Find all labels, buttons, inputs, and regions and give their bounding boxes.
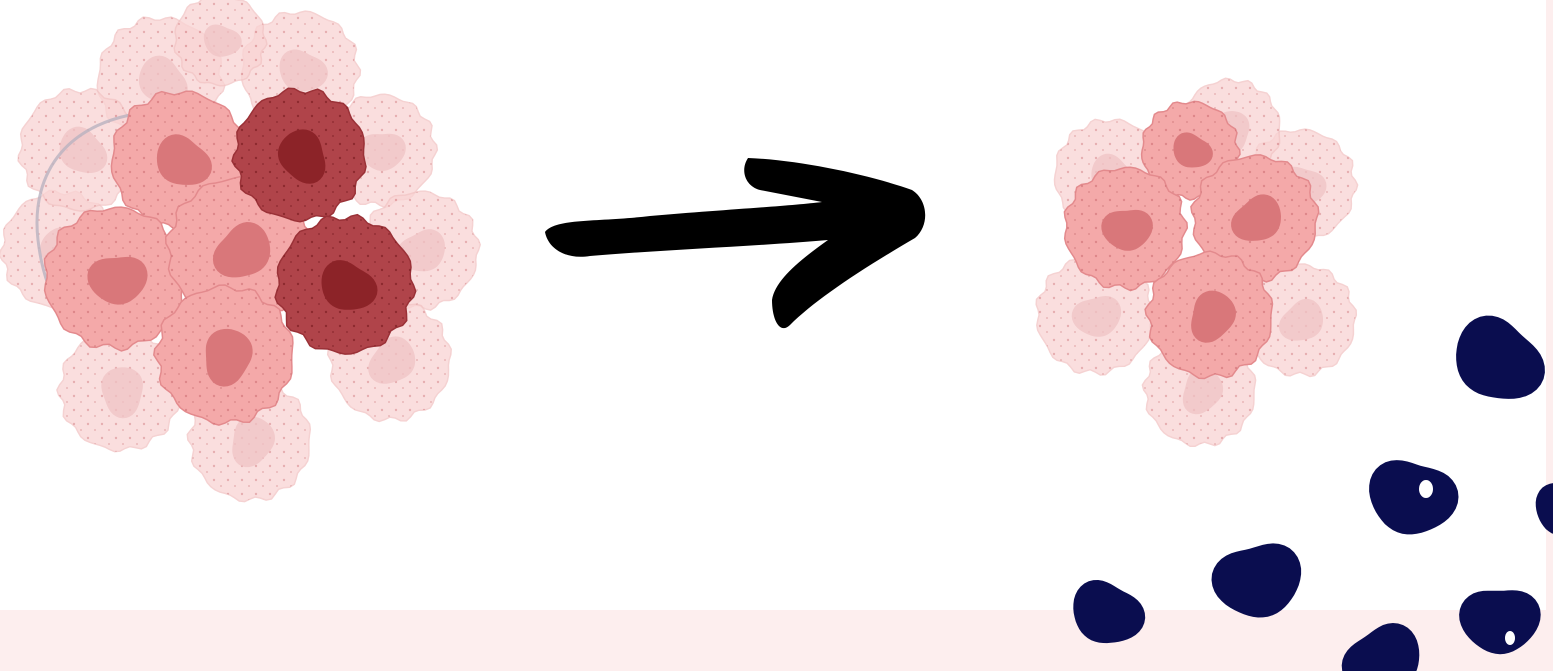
dark-particle xyxy=(1456,315,1545,399)
right-arrow-icon xyxy=(545,158,926,329)
healthy-cell xyxy=(43,206,189,352)
dark-particle xyxy=(1341,623,1420,671)
healthy-cell xyxy=(1063,166,1189,292)
dark-particles-group xyxy=(1073,315,1553,671)
damaged-cell xyxy=(274,213,417,355)
particle-hole xyxy=(1505,631,1515,645)
left-faint-cell xyxy=(173,0,268,87)
left-cell-cluster xyxy=(0,0,481,503)
healthy-cell xyxy=(1144,250,1274,380)
right-faint-cell xyxy=(1242,263,1358,378)
damaged-cell xyxy=(231,87,367,223)
arrow-shape xyxy=(545,158,926,329)
healthy-cell xyxy=(1190,154,1320,283)
dark-particle xyxy=(1535,483,1553,534)
right-edge-strip xyxy=(1546,0,1553,671)
dark-particle xyxy=(1211,543,1302,618)
dark-particle xyxy=(1073,580,1146,644)
healthy-cell xyxy=(153,284,294,426)
right-cell-cluster xyxy=(1035,77,1359,447)
bottom-band xyxy=(0,610,1553,671)
left-faint-cell xyxy=(56,327,181,453)
particle-hole xyxy=(1419,480,1433,498)
dark-particle xyxy=(1369,460,1459,535)
dark-particle xyxy=(1459,590,1541,655)
